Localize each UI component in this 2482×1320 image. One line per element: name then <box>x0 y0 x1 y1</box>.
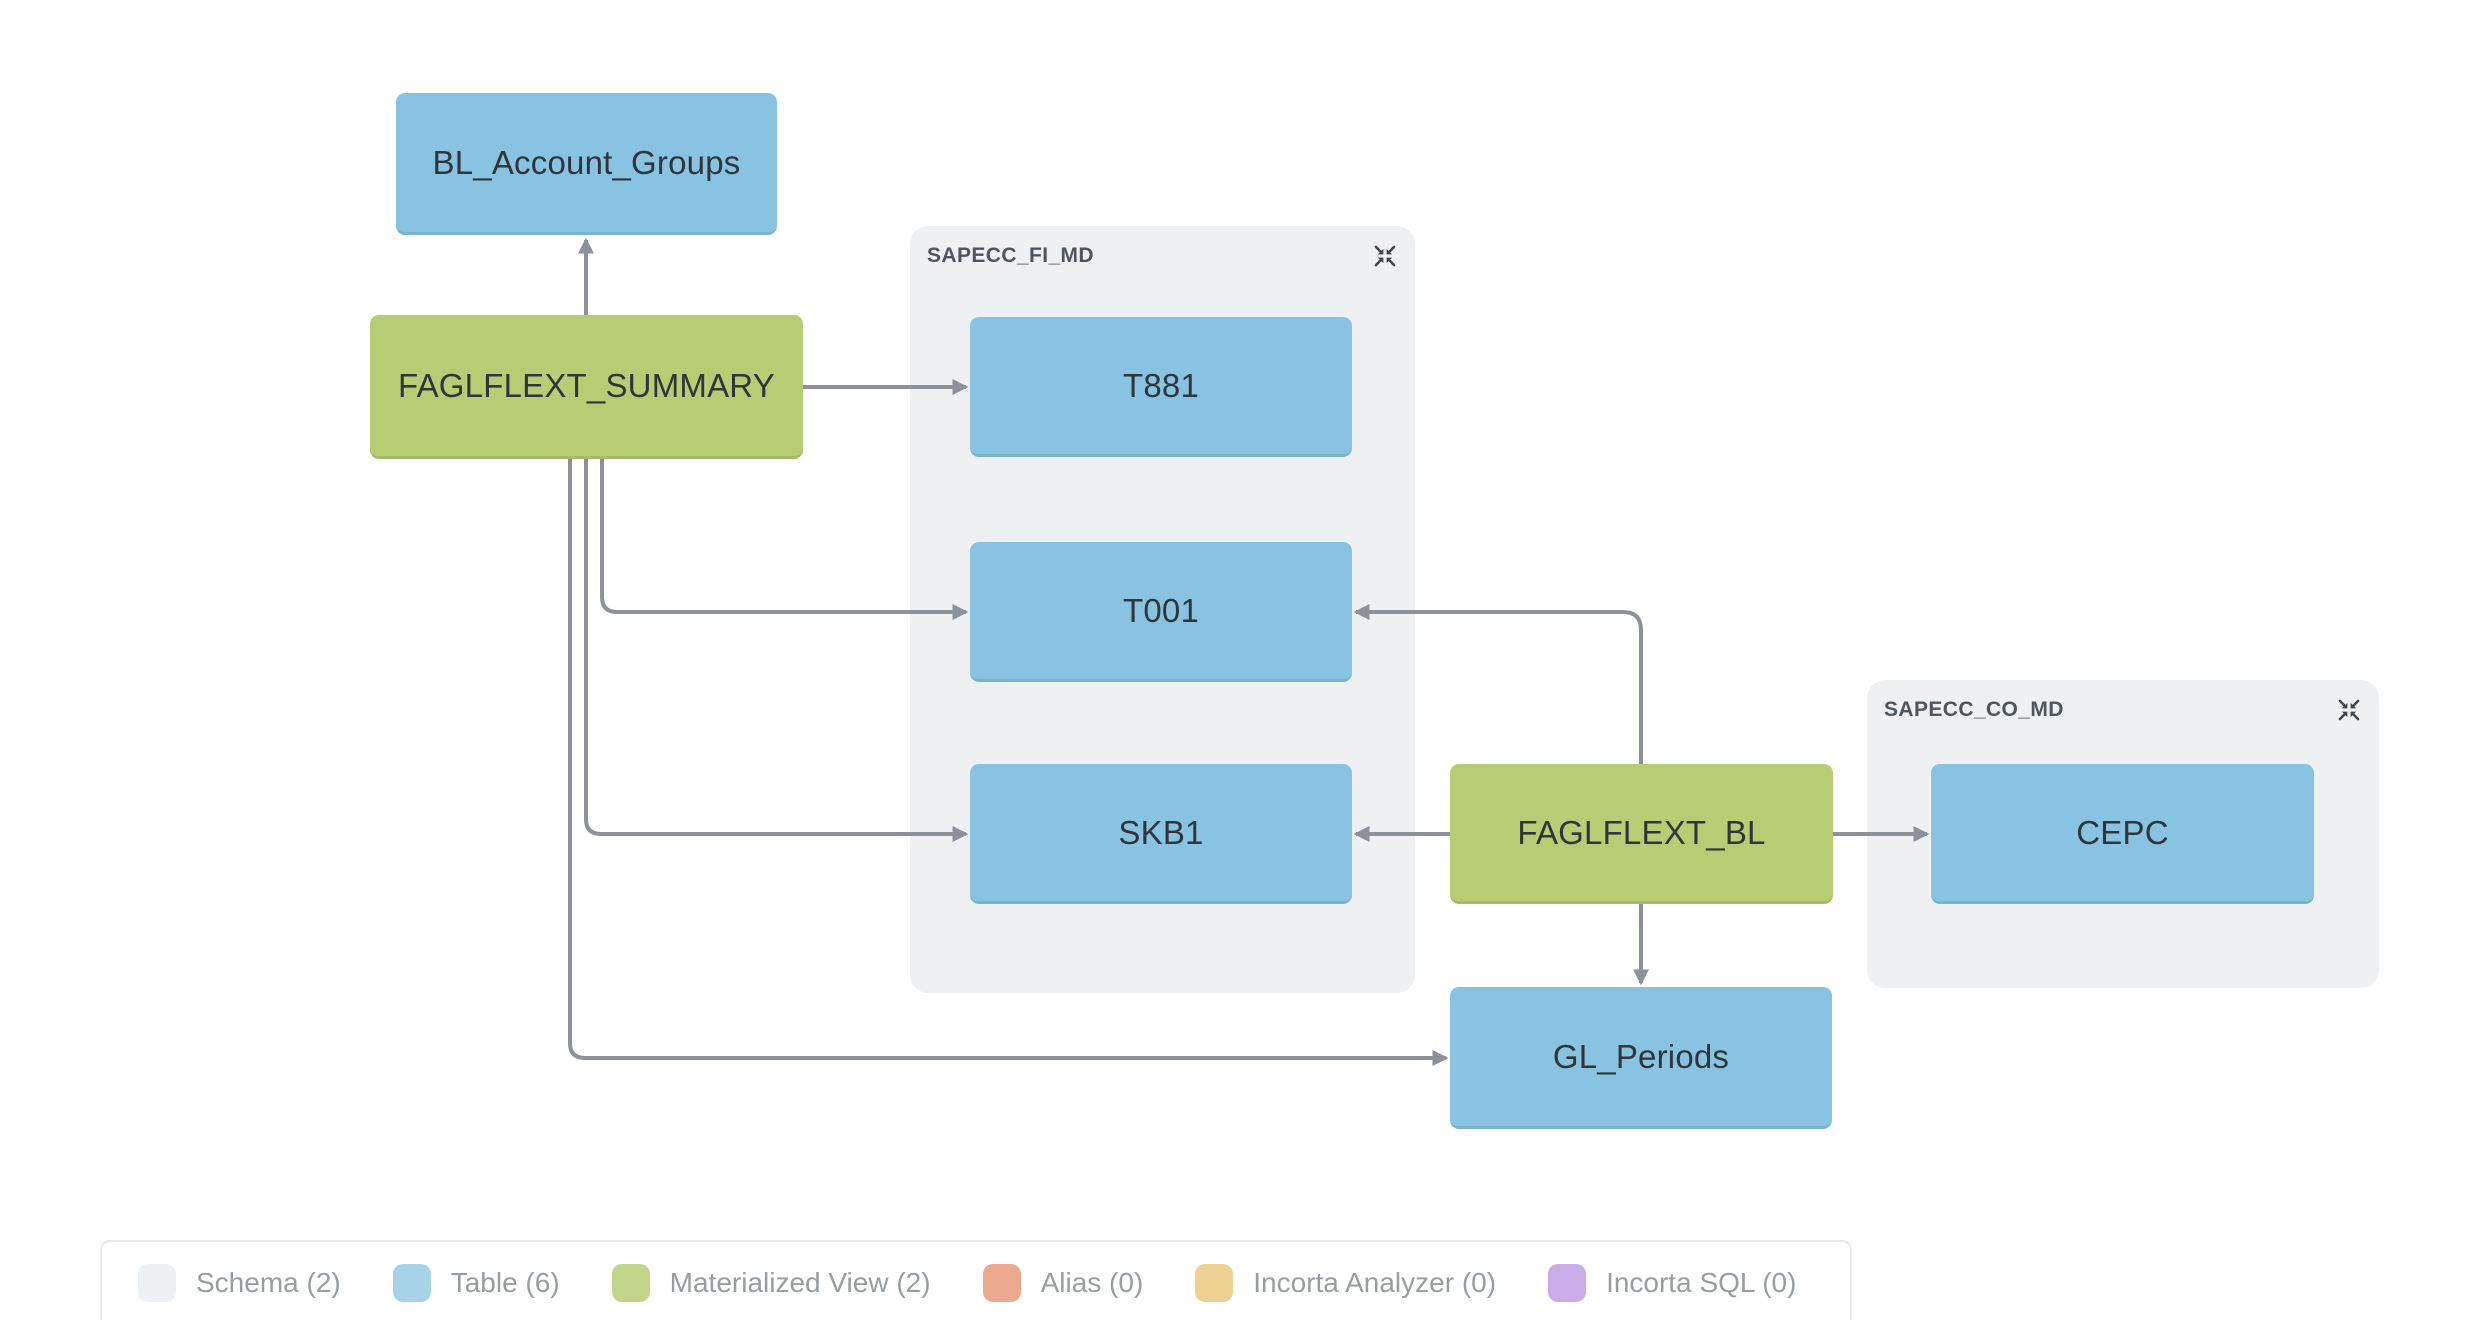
collapse-icon[interactable] <box>1370 241 1400 271</box>
schema-header: SAPECC_FI_MD <box>910 226 1415 271</box>
node-t881[interactable]: T881 <box>970 317 1352 457</box>
legend-item-alias: Alias (0) <box>982 1264 1144 1302</box>
node-gl-periods[interactable]: GL_Periods <box>1450 987 1832 1129</box>
legend-item-incorta-sql: Incorta SQL (0) <box>1548 1264 1796 1302</box>
legend-item-materialized-view: Materialized View (2) <box>611 1264 931 1302</box>
node-label: GL_Periods <box>1552 1037 1730 1075</box>
schema-header: SAPECC_CO_MD <box>1867 680 2379 725</box>
legend-label: Materialized View (2) <box>669 1267 931 1298</box>
node-label: BL_Account_Groups <box>432 143 741 181</box>
legend: Schema (2) Table (6) Materialized View (… <box>100 1240 1852 1320</box>
node-label: FAGLFLEXT_BL <box>1517 813 1766 851</box>
node-cepc[interactable]: CEPC <box>1931 764 2314 904</box>
legend-swatch-alias <box>982 1264 1021 1302</box>
schema-title: SAPECC_FI_MD <box>927 244 1094 267</box>
node-bl-account-groups[interactable]: BL_Account_Groups <box>396 93 777 235</box>
edge-summary-to-skb1 <box>584 459 969 842</box>
node-label: SKB1 <box>1118 813 1204 851</box>
legend-swatch-schema <box>138 1264 176 1302</box>
node-t001[interactable]: T001 <box>970 542 1352 682</box>
legend-label: Alias (0) <box>1040 1267 1144 1298</box>
legend-swatch-incorta-analyzer <box>1195 1264 1234 1302</box>
legend-swatch-table <box>392 1264 431 1302</box>
legend-label: Incorta SQL (0) <box>1606 1267 1797 1298</box>
legend-label: Schema (2) <box>196 1267 341 1298</box>
node-faglflext-bl[interactable]: FAGLFLEXT_BL <box>1450 764 1833 904</box>
node-faglflext-summary[interactable]: FAGLFLEXT_SUMMARY <box>370 315 803 459</box>
node-label: T001 <box>1122 591 1200 629</box>
schema-title: SAPECC_CO_MD <box>1884 698 2064 721</box>
node-label: CEPC <box>2076 813 2169 851</box>
legend-item-schema: Schema (2) <box>138 1264 341 1302</box>
legend-label: Table (6) <box>450 1267 560 1298</box>
collapse-icon[interactable] <box>2334 695 2364 725</box>
legend-label: Incorta Analyzer (0) <box>1253 1267 1497 1298</box>
node-label: T881 <box>1122 366 1200 404</box>
legend-item-table: Table (6) <box>392 1264 560 1302</box>
node-label: FAGLFLEXT_SUMMARY <box>398 366 775 404</box>
legend-swatch-incorta-sql <box>1548 1264 1587 1302</box>
legend-swatch-materialized-view <box>611 1264 650 1302</box>
legend-item-incorta-analyzer: Incorta Analyzer (0) <box>1195 1264 1496 1302</box>
node-skb1[interactable]: SKB1 <box>970 764 1352 904</box>
